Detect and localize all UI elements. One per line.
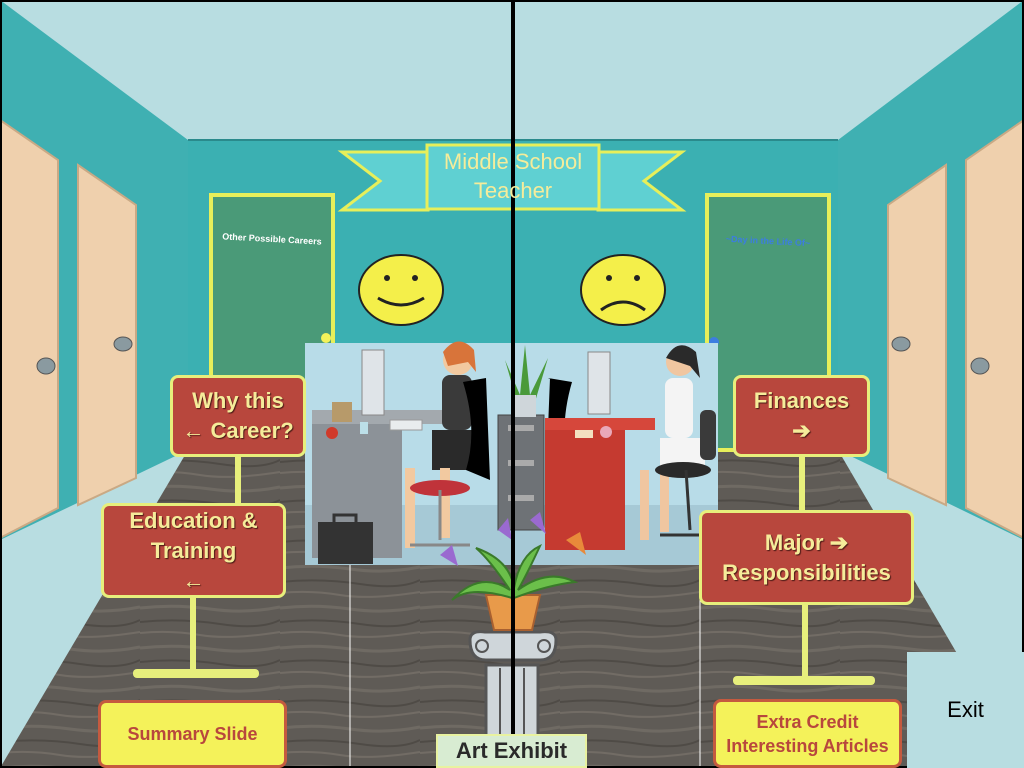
major-responsibilities-button[interactable]: Major ➔ Responsibilities bbox=[699, 510, 914, 605]
why-label-line-1: Why this bbox=[192, 388, 284, 413]
door-other-careers[interactable] bbox=[213, 197, 331, 337]
arrow-left-icon: ← bbox=[182, 418, 205, 443]
arrow-right-icon: ➔ bbox=[792, 418, 811, 443]
sign-post bbox=[802, 602, 808, 678]
major-label-line-1: Major ➔ bbox=[764, 529, 849, 555]
arrow-left-icon: ← bbox=[182, 567, 205, 593]
page-title: Middle School Teacher bbox=[427, 147, 599, 205]
extra-credit-button[interactable]: Extra Credit Interesting Articles bbox=[713, 699, 902, 768]
sign-post bbox=[190, 596, 196, 671]
sign-post bbox=[235, 455, 241, 507]
exit-button[interactable]: Exit bbox=[907, 652, 1024, 768]
why-label-line-2: ← Career? bbox=[182, 418, 294, 443]
major-label-line-2: Responsibilities bbox=[722, 559, 891, 585]
arrow-right-icon: ➔ bbox=[829, 529, 849, 555]
title-line-2: Teacher bbox=[473, 178, 553, 203]
sad-face-icon bbox=[580, 254, 666, 326]
sign-base bbox=[133, 669, 259, 678]
door-day-in-life[interactable] bbox=[709, 197, 827, 337]
sign-post bbox=[799, 455, 805, 513]
education-training-button[interactable]: Education & Training ← bbox=[101, 503, 286, 598]
sign-base bbox=[733, 676, 875, 685]
art-exhibit-button[interactable]: Art Exhibit bbox=[436, 734, 587, 768]
summary-slide-button[interactable]: Summary Slide bbox=[98, 700, 287, 768]
happy-face-icon bbox=[358, 254, 444, 326]
education-label-line-1: Education & bbox=[129, 507, 258, 533]
education-label-line-2: Training bbox=[150, 537, 237, 563]
title-line-1: Middle School bbox=[443, 149, 583, 174]
finances-label: Finances bbox=[753, 388, 850, 413]
finances-button[interactable]: Finances ➔ bbox=[733, 375, 870, 457]
why-this-career-button[interactable]: Why this ← Career? bbox=[170, 375, 306, 457]
